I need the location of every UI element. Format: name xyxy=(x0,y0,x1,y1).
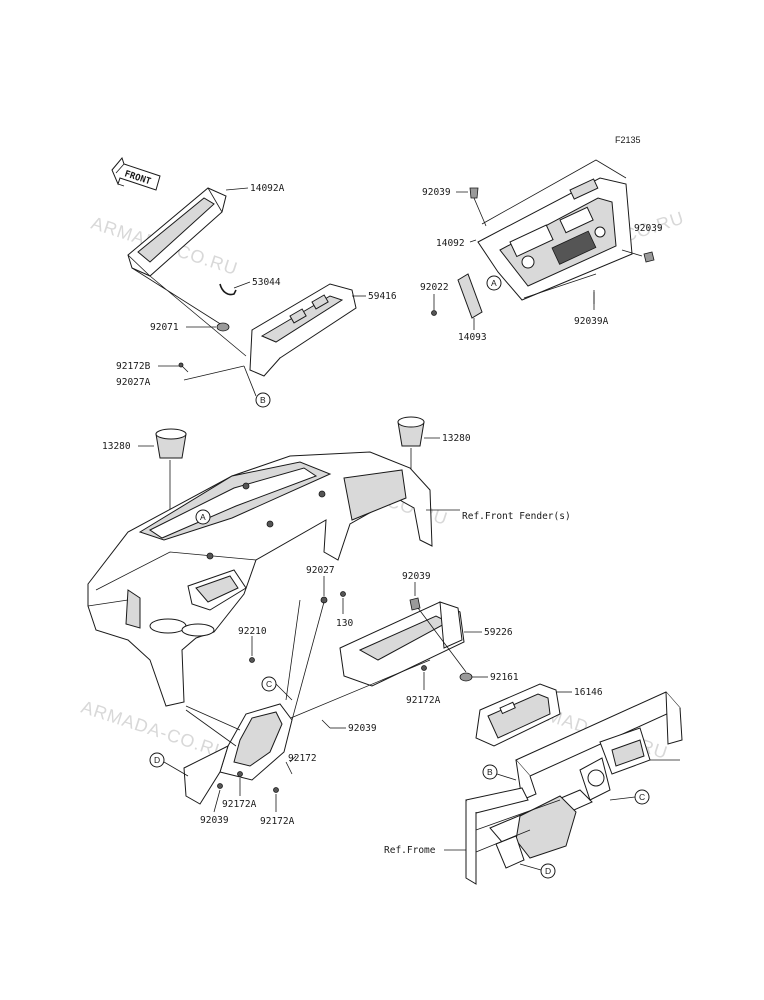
label-13280-left: 13280 xyxy=(102,441,131,452)
label-59226: 59226 xyxy=(484,627,513,638)
callout-D-frame: D xyxy=(540,863,556,879)
label-92172A-low2: 92172A xyxy=(260,816,295,827)
wire-53044 xyxy=(219,283,237,296)
screw-92210 xyxy=(249,657,255,663)
clip-92039-mid xyxy=(409,597,421,611)
label-92071: 92071 xyxy=(150,322,179,333)
label-92039-right: 92039 xyxy=(634,223,663,234)
callout-D-left: D xyxy=(149,752,165,768)
svg-text:B: B xyxy=(260,395,266,405)
label-92172B: 92172B xyxy=(116,361,151,372)
cup-holder-13280-right xyxy=(397,416,425,447)
panel-14092 xyxy=(477,177,633,301)
clip-92039-right xyxy=(643,251,655,263)
label-ref-front-fender: Ref.Front Fender(s) xyxy=(462,511,571,522)
svg-text:D: D xyxy=(154,755,160,765)
callout-A-main: A xyxy=(195,509,211,525)
duct-59226 xyxy=(339,601,465,687)
label-130: 130 xyxy=(336,618,353,629)
svg-text:D: D xyxy=(545,866,551,876)
screw-130 xyxy=(340,591,346,597)
svg-text:B: B xyxy=(487,767,493,777)
label-92039-top: 92039 xyxy=(422,187,451,198)
grommet-92071 xyxy=(216,322,230,332)
callout-A-top: A xyxy=(486,275,502,291)
label-92172A-low1: 92172A xyxy=(222,799,257,810)
label-14093: 14093 xyxy=(458,332,487,343)
label-92022: 92022 xyxy=(420,282,449,293)
label-92039-mid: 92039 xyxy=(402,571,431,582)
bracket-59416 xyxy=(249,283,357,377)
label-ref-frame: Ref.Frome xyxy=(384,845,436,856)
cup-holder-13280-left xyxy=(155,428,187,459)
screw-92022 xyxy=(431,310,437,316)
screw-92172 xyxy=(285,761,293,775)
label-16146: 16146 xyxy=(574,687,603,698)
screw-92039-low xyxy=(321,719,331,729)
svg-text:C: C xyxy=(639,792,645,802)
label-92172: 92172 xyxy=(288,753,317,764)
svg-text:A: A xyxy=(200,512,206,522)
front-arrow-icon: FRONT xyxy=(111,156,161,191)
label-92039A: 92039A xyxy=(574,316,609,327)
label-14092A: 14092A xyxy=(250,183,285,194)
pad-14093 xyxy=(457,273,483,319)
glovebox-lid-16146 xyxy=(475,683,561,747)
label-92172A-mid: 92172A xyxy=(406,695,441,706)
svg-text:A: A xyxy=(491,278,497,288)
callout-C-frame: C xyxy=(634,789,650,805)
label-53044: 53044 xyxy=(252,277,281,288)
frame-assembly xyxy=(465,691,683,885)
callout-C-mid: C xyxy=(261,676,277,692)
callout-B-frame: B xyxy=(482,764,498,780)
label-92161: 92161 xyxy=(490,672,519,683)
clip-92039-top xyxy=(469,187,479,199)
diagram-code: F2135 xyxy=(615,135,641,145)
screw-92172B xyxy=(178,362,189,373)
label-92027A: 92027A xyxy=(116,377,151,388)
label-92210: 92210 xyxy=(238,626,267,637)
lid-14092A xyxy=(127,187,227,277)
label-92027: 92027 xyxy=(306,565,335,576)
screw-92172A-mid xyxy=(421,665,427,671)
label-59416: 59416 xyxy=(368,291,397,302)
label-92039-low: 92039 xyxy=(348,723,377,734)
label-13280-right: 13280 xyxy=(442,433,471,444)
label-92039-bottom: 92039 xyxy=(200,815,229,826)
screws-bracket-lower xyxy=(217,771,279,793)
label-14092: 14092 xyxy=(436,238,465,249)
knee-bracket xyxy=(183,703,293,805)
callout-B-top: B xyxy=(255,392,271,408)
dashboard-body xyxy=(87,451,433,707)
nut-92161 xyxy=(459,672,473,682)
svg-text:C: C xyxy=(266,679,272,689)
